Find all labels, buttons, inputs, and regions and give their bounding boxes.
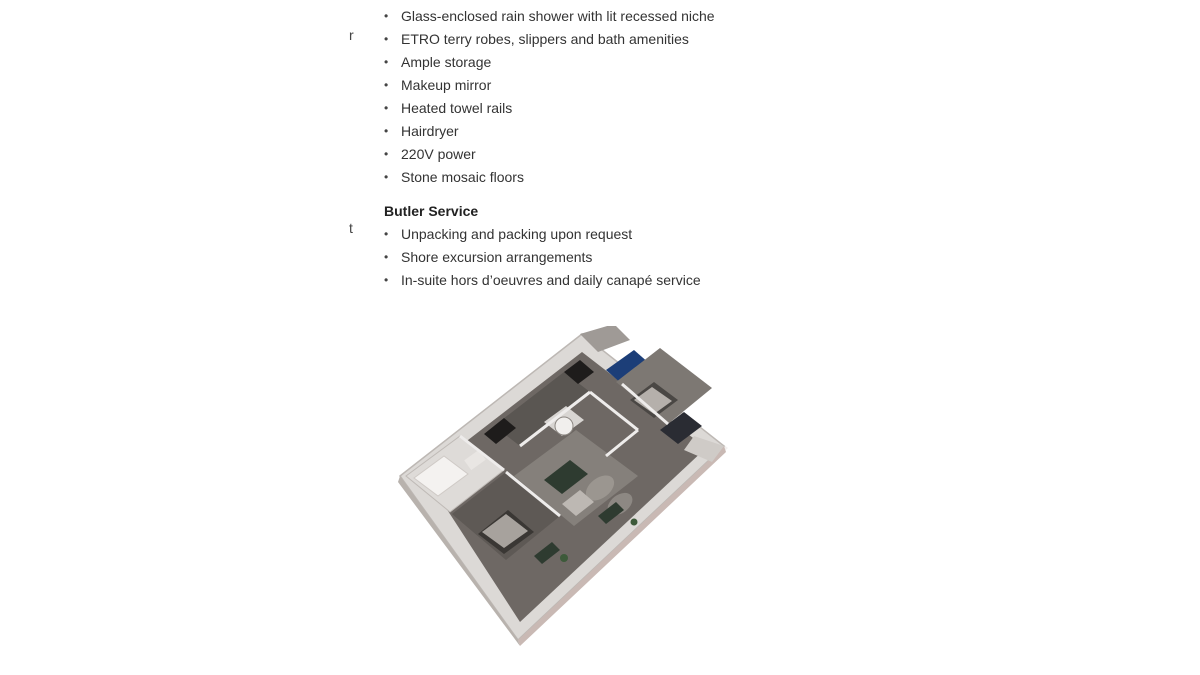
list-item: Hairdryer bbox=[384, 120, 804, 143]
clipped-text-fragment: t bbox=[349, 220, 353, 236]
list-item: Shore excursion arrangements bbox=[384, 246, 804, 269]
butler-service-heading: Butler Service bbox=[384, 203, 479, 219]
clipped-text-fragment: r bbox=[349, 27, 354, 43]
list-item: Unpacking and packing upon request bbox=[384, 223, 804, 246]
list-item: 220V power bbox=[384, 143, 804, 166]
list-item: ETRO terry robes, slippers and bath amen… bbox=[384, 28, 804, 51]
list-item: Stone mosaic floors bbox=[384, 166, 804, 189]
suite-floorplan-image bbox=[398, 326, 728, 646]
butler-service-list: Unpacking and packing upon request Shore… bbox=[384, 223, 804, 292]
list-item: Makeup mirror bbox=[384, 74, 804, 97]
list-item: Ample storage bbox=[384, 51, 804, 74]
list-item: In-suite hors d’oeuvres and daily canapé… bbox=[384, 269, 804, 292]
list-item: Heated towel rails bbox=[384, 97, 804, 120]
bath-amenities-list: Glass-enclosed rain shower with lit rece… bbox=[384, 5, 804, 189]
list-item: Glass-enclosed rain shower with lit rece… bbox=[384, 5, 804, 28]
suite-amenities-content: Glass-enclosed rain shower with lit rece… bbox=[384, 5, 804, 292]
